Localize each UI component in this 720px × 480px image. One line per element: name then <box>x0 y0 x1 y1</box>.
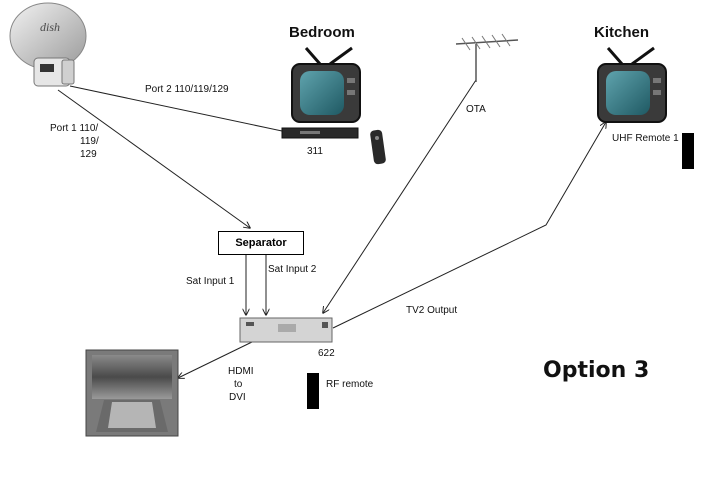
dish-logo: dish <box>40 20 61 34</box>
port1-label-line2: 119/ <box>80 136 99 147</box>
line-port2 <box>69 85 283 132</box>
receiver-311-icon <box>281 127 359 139</box>
big-tv-icon <box>85 349 179 437</box>
receiver-311-label: 311 <box>307 146 323 157</box>
bedroom-tv-icon <box>291 46 361 123</box>
tv2-output-label: TV2 Output <box>406 305 458 316</box>
hdmi-label-line1: HDMI <box>228 366 254 377</box>
hdmi-label-line3: DVI <box>229 392 246 403</box>
option-label: Option 3 <box>543 358 650 383</box>
separator-box: Separator <box>218 231 304 255</box>
satellite-dish-icon <box>9 2 87 87</box>
ota-antenna-icon <box>455 33 519 82</box>
line-tv2-output <box>332 122 606 329</box>
kitchen-label: Kitchen <box>594 24 650 41</box>
uhf-remote-label: UHF Remote 1 <box>612 133 679 144</box>
sat-input-2-label: Sat Input 2 <box>268 264 317 275</box>
rf-remote-label: RF remote <box>326 379 374 390</box>
ota-label: OTA <box>466 104 486 115</box>
kitchen-tv-icon <box>597 46 667 123</box>
bedroom-label: Bedroom <box>289 24 355 41</box>
line-ota <box>323 79 477 313</box>
rf-remote-icon <box>307 373 319 409</box>
hdmi-label-line2: to <box>234 379 243 390</box>
separator-label: Separator <box>235 237 287 249</box>
remote-311-icon <box>370 129 386 165</box>
sat-input-1-label: Sat Input 1 <box>186 276 235 287</box>
line-port1 <box>57 89 250 228</box>
port1-label-line3: 129 <box>80 149 97 160</box>
receiver-622-icon <box>239 317 333 343</box>
line-hdmi <box>178 341 253 378</box>
port2-label: Port 2 110/119/129 <box>145 84 229 95</box>
port1-label-line1: Port 1 110/ <box>50 123 99 134</box>
receiver-622-label: 622 <box>318 348 335 359</box>
uhf-remote-icon <box>682 133 694 169</box>
